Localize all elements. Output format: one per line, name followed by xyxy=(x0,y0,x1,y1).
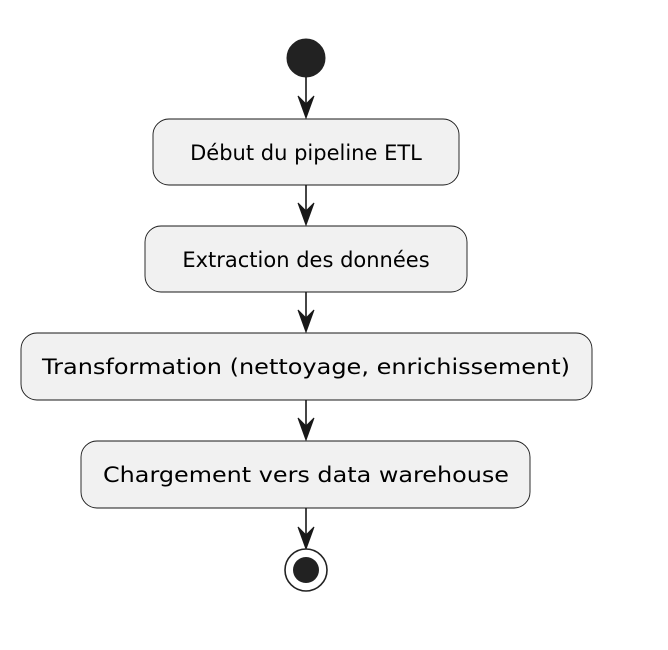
edge-a4-to-stop xyxy=(297,508,315,551)
edge-start-to-a1 xyxy=(297,77,315,120)
action-label-debut: Début du pipeline ETL xyxy=(190,141,422,165)
action-label-transformation: Transformation (nettoyage, enrichissemen… xyxy=(41,355,570,379)
action-node-debut: Début du pipeline ETL xyxy=(152,118,460,186)
stop-node xyxy=(284,548,328,592)
action-label-chargement: Chargement vers data warehouse xyxy=(103,463,509,487)
action-node-chargement: Chargement vers data warehouse xyxy=(80,440,531,509)
action-node-extraction: Extraction des données xyxy=(144,225,468,293)
start-node xyxy=(286,38,326,78)
edge-a1-to-a2 xyxy=(297,185,315,227)
edge-a3-to-a4 xyxy=(297,400,315,442)
action-node-transformation: Transformation (nettoyage, enrichissemen… xyxy=(20,332,593,401)
stop-node-core xyxy=(293,557,319,583)
action-label-extraction: Extraction des données xyxy=(182,248,429,272)
edge-a2-to-a3 xyxy=(297,292,315,334)
